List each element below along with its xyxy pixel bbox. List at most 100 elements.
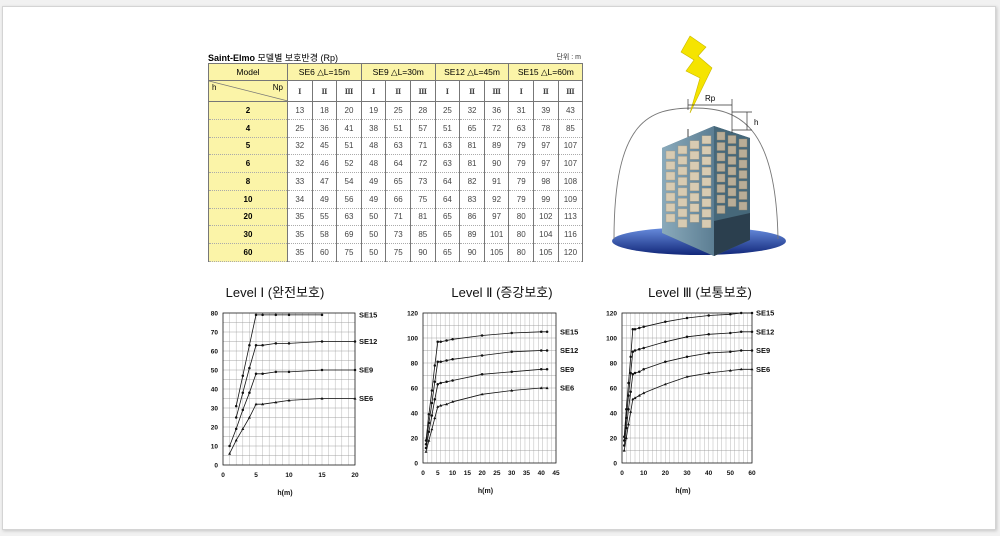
rp-value-cell: 104 xyxy=(533,225,559,245)
data-point xyxy=(750,330,754,334)
data-point xyxy=(287,313,291,317)
level-header: Ⅱ xyxy=(311,80,338,102)
series-label: SE6 xyxy=(756,365,770,374)
rp-value-cell: 36 xyxy=(311,118,338,138)
level-header: Ⅰ xyxy=(508,80,535,102)
data-point xyxy=(430,427,434,431)
data-point xyxy=(629,371,632,375)
data-point xyxy=(353,340,357,343)
rp-value-cell: 36 xyxy=(483,101,510,120)
rp-value-cell: 64 xyxy=(385,154,411,174)
group-header: SE6 △L=15m xyxy=(287,63,362,81)
y-tick-label: 80 xyxy=(411,360,419,367)
rp-value-cell: 48 xyxy=(360,154,387,174)
data-point xyxy=(287,398,291,402)
data-point xyxy=(685,375,689,378)
rp-value-cell: 83 xyxy=(459,189,485,209)
x-tick-label: 30 xyxy=(683,470,691,477)
x-axis-label: h(m) xyxy=(478,488,493,495)
y-tick-label: 100 xyxy=(407,335,418,342)
series-label: SE9 xyxy=(359,366,373,375)
data-point xyxy=(445,339,448,342)
data-point xyxy=(427,430,431,434)
data-point xyxy=(445,359,448,362)
data-point xyxy=(451,338,454,341)
data-point xyxy=(629,355,632,359)
data-point xyxy=(439,340,442,344)
data-point xyxy=(750,349,754,352)
x-tick-label: 30 xyxy=(508,470,516,477)
y-tick-label: 80 xyxy=(211,310,219,317)
chart-title: Level Ⅱ (증강보호) xyxy=(451,285,552,300)
rp-value-cell: 13 xyxy=(287,101,313,120)
y-tick-label: 20 xyxy=(411,435,419,442)
data-point xyxy=(622,448,626,452)
data-point xyxy=(254,313,258,317)
rp-value-cell: 80 xyxy=(508,243,535,262)
rp-value-cell: 35 xyxy=(287,243,313,262)
y-tick-label: 70 xyxy=(211,329,219,336)
data-point xyxy=(545,368,549,371)
data-point xyxy=(480,334,484,337)
x-tick-label: 40 xyxy=(705,470,713,477)
rp-value-cell: 46 xyxy=(311,154,338,174)
rp-value-cell: 89 xyxy=(459,225,485,245)
rp-value-cell: 38 xyxy=(360,118,387,138)
x-tick-label: 0 xyxy=(221,472,225,479)
rp-dimension: Rp xyxy=(687,94,733,133)
level-header: Ⅰ xyxy=(434,80,461,102)
data-point xyxy=(707,351,710,355)
rp-value-cell: 54 xyxy=(336,172,362,191)
series-label: SE6 xyxy=(560,384,574,393)
rp-value-cell: 105 xyxy=(533,243,559,262)
data-point xyxy=(433,380,437,384)
table-header: Saint-Elmo 모델별 보호반경 (Rp) 단위 : m xyxy=(208,51,583,63)
series-label: SE12 xyxy=(359,337,377,346)
plot-frame xyxy=(621,312,753,464)
plot-frame xyxy=(422,312,557,464)
x-tick-label: 20 xyxy=(662,470,670,477)
y-tick-label: 60 xyxy=(610,385,618,392)
grid xyxy=(222,312,356,466)
data-point xyxy=(228,444,231,448)
height-cell: 60 xyxy=(208,243,288,262)
data-point xyxy=(436,383,440,386)
height-cell: 30 xyxy=(208,225,288,245)
data-point xyxy=(427,413,431,416)
rp-value-cell: 49 xyxy=(360,189,387,209)
rp-value-cell: 120 xyxy=(557,243,584,262)
data-point xyxy=(510,370,513,374)
height-cell: 6 xyxy=(208,154,288,174)
rp-value-cell: 97 xyxy=(533,136,559,156)
rp-value-cell: 86 xyxy=(459,207,485,227)
rp-value-cell: 105 xyxy=(483,243,510,262)
data-point xyxy=(234,416,238,419)
x-tick-label: 5 xyxy=(436,470,440,477)
group-header: SE12 △L=45m xyxy=(434,63,510,81)
rp-value-cell: 69 xyxy=(336,225,362,245)
data-point xyxy=(254,402,258,406)
rp-value-cell: 92 xyxy=(483,189,510,209)
building-icon xyxy=(662,126,750,256)
level-header: Ⅲ xyxy=(557,80,584,102)
y-tick-label: 20 xyxy=(211,424,219,431)
series-line-se15 xyxy=(425,331,548,441)
y-tick-label: 120 xyxy=(407,310,418,317)
lightning-protection-illustration: Rp h xyxy=(612,35,786,256)
rp-label: Rp xyxy=(705,94,716,103)
rp-value-cell: 47 xyxy=(311,172,338,191)
series-line-se9 xyxy=(229,369,355,447)
y-tick-label: 40 xyxy=(411,410,419,417)
data-point xyxy=(439,381,442,385)
series-label: SE15 xyxy=(359,310,377,319)
data-point xyxy=(234,427,238,431)
data-point xyxy=(627,381,630,385)
data-point xyxy=(629,410,633,413)
rp-value-cell: 63 xyxy=(336,207,362,227)
rp-value-cell: 78 xyxy=(533,118,559,138)
